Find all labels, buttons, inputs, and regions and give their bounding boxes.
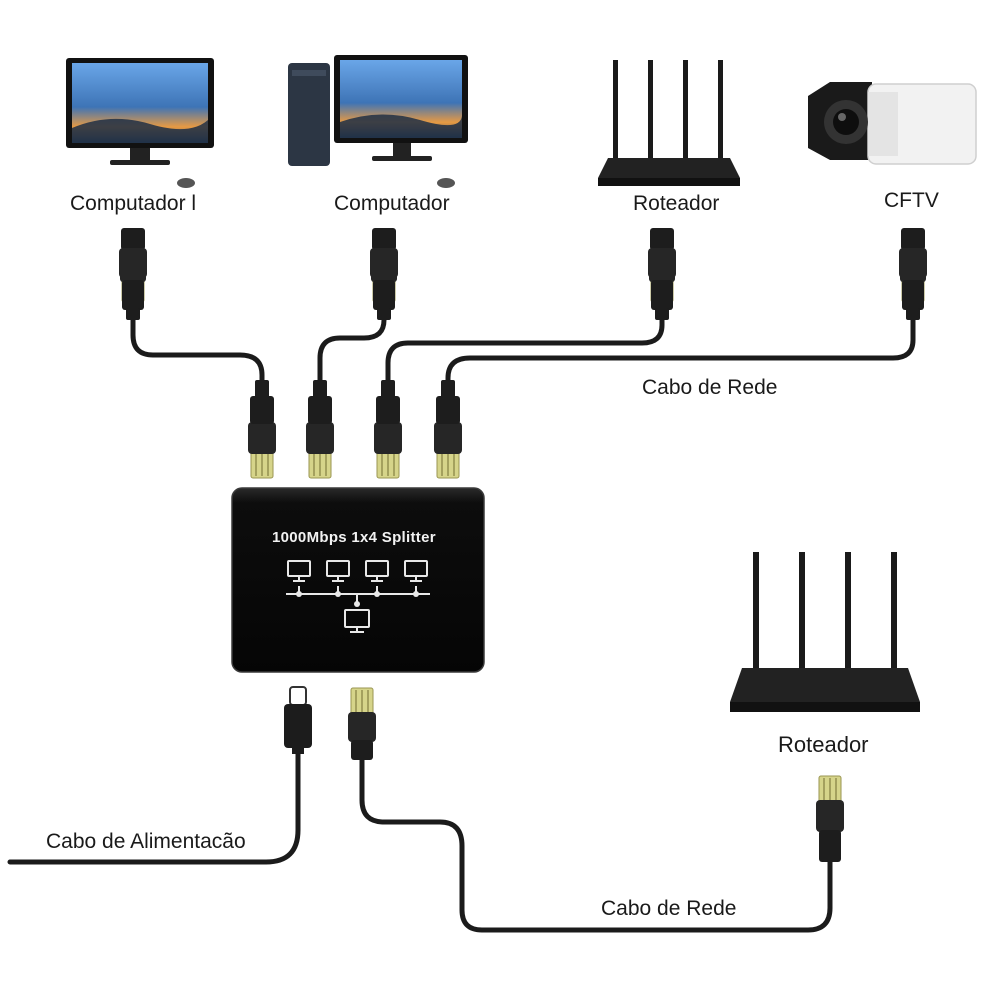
label-router-top: Roteador	[633, 192, 720, 215]
network-cables-top	[130, 315, 916, 391]
cable-computer-2	[317, 315, 387, 391]
label-computer-2: Computador	[334, 192, 450, 215]
cable-router-top	[385, 315, 665, 391]
label-power-cable: Cabo de Alimentacão	[46, 830, 246, 853]
label-network-cable-top: Cabo de Rede	[642, 376, 778, 399]
rj45-connector-computer-2	[305, 379, 335, 479]
mouse-icon	[437, 178, 455, 188]
power-cable	[7, 747, 301, 865]
rj45-connectors-upper	[120, 256, 926, 320]
usb-c-plug	[284, 686, 312, 754]
rj45-connector-router	[373, 379, 403, 479]
computer-2-illustration	[288, 55, 468, 188]
bottom-cables	[7, 747, 833, 933]
router-top-illustration	[598, 60, 740, 186]
rj45-connector-router-bottom	[816, 775, 844, 862]
rj45-connector-cctv	[433, 379, 463, 479]
device-title: 1000Mbps 1x4 Splitter	[272, 529, 436, 546]
pc-tower	[288, 63, 330, 166]
rj45-connector-computer-1	[247, 379, 277, 479]
label-computer-1: Computador l	[70, 192, 197, 215]
computer-1-illustration	[66, 58, 214, 188]
splitter-device	[231, 487, 485, 673]
mouse-icon	[177, 178, 195, 188]
rj45-connector-uplink	[348, 687, 376, 760]
cctv-camera-illustration	[808, 82, 977, 165]
router-bottom-illustration	[730, 552, 920, 712]
cable-cctv	[445, 315, 916, 391]
cable-computer-1	[130, 315, 265, 391]
label-network-cable-bottom: Cabo de Rede	[601, 897, 737, 920]
network-cable-bottom	[359, 757, 833, 933]
label-router-bottom: Roteador	[778, 732, 869, 757]
label-cctv: CFTV	[884, 189, 939, 212]
